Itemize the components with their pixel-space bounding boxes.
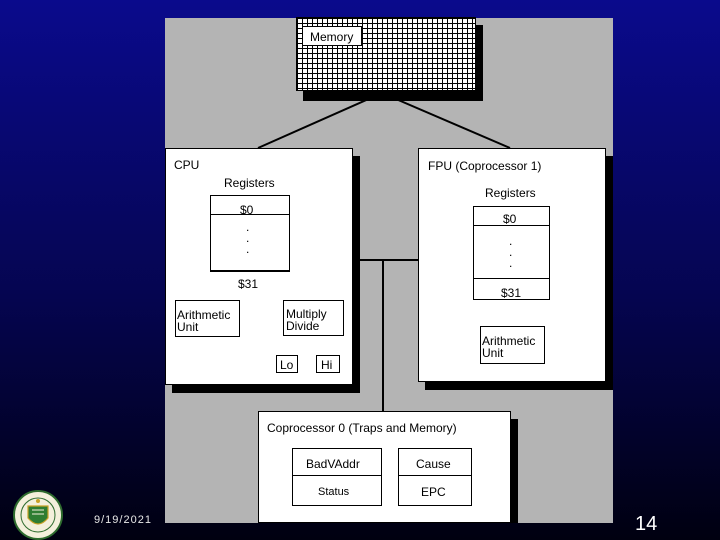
footer-date: 9/19/2021: [94, 514, 152, 526]
cpu-registers-label: Registers: [224, 176, 275, 190]
cpu-reg-dots: . . .: [246, 220, 250, 256]
fpu-reg-first: $0: [503, 212, 517, 226]
footer-course: CMPUT 229: [331, 513, 395, 524]
cpu-hi-label: Hi: [321, 358, 333, 372]
cpu-register-divider-top: [210, 214, 290, 215]
cp0-epc: EPC: [421, 485, 446, 499]
fpu-register-file: [473, 206, 550, 300]
cpu-lo-register: [276, 355, 298, 373]
cpu-reg-last: $31: [238, 277, 259, 291]
fpu-arith-label: Arithmetic Unit: [482, 334, 536, 360]
cp0-badvaddr: BadVAddr: [306, 457, 360, 471]
cp0-left-divider: [292, 475, 382, 476]
fpu-reg-dots: . . .: [509, 234, 513, 270]
cpu-lo-label: Lo: [280, 358, 294, 372]
cpu-arith-label: Arithmetic Unit: [177, 308, 231, 334]
memory-cpu-link: [257, 92, 383, 149]
memory-label: Memory: [310, 30, 354, 44]
memory-fpu-link: [381, 92, 511, 149]
cpu-register-divider-bottom: [210, 270, 290, 271]
fpu-arith-unit: [480, 326, 545, 364]
cp0-status: Status: [318, 486, 350, 498]
fpu-register-divider-top: [473, 225, 550, 226]
fpu-reg-last: $31: [501, 286, 522, 300]
university-seal-logo: [13, 490, 63, 540]
cpu-arith-unit: [175, 300, 240, 337]
fpu-register-divider-bottom: [473, 278, 550, 279]
cpu-reg-first: $0: [240, 203, 254, 217]
slide-number: 14: [635, 513, 658, 535]
memory-label-box: [302, 26, 362, 46]
cpu-hi-register: [316, 355, 340, 373]
fpu-registers-label: Registers: [485, 186, 536, 200]
cp0-title: Coprocessor 0 (Traps and Memory): [267, 421, 457, 435]
cpu-register-file: [210, 195, 290, 272]
fpu-title: FPU (Coprocessor 1): [428, 159, 542, 173]
cp0-right-divider: [398, 475, 472, 476]
cpu-muldiv-label: Multiply Divide: [286, 307, 327, 333]
cpu-title: CPU: [174, 158, 200, 172]
cpu-muldiv-unit: [283, 300, 344, 336]
cp0-cause: Cause: [416, 457, 451, 471]
cp0-right-register-pair: [398, 448, 472, 506]
cp0-left-register-pair: [292, 448, 382, 506]
